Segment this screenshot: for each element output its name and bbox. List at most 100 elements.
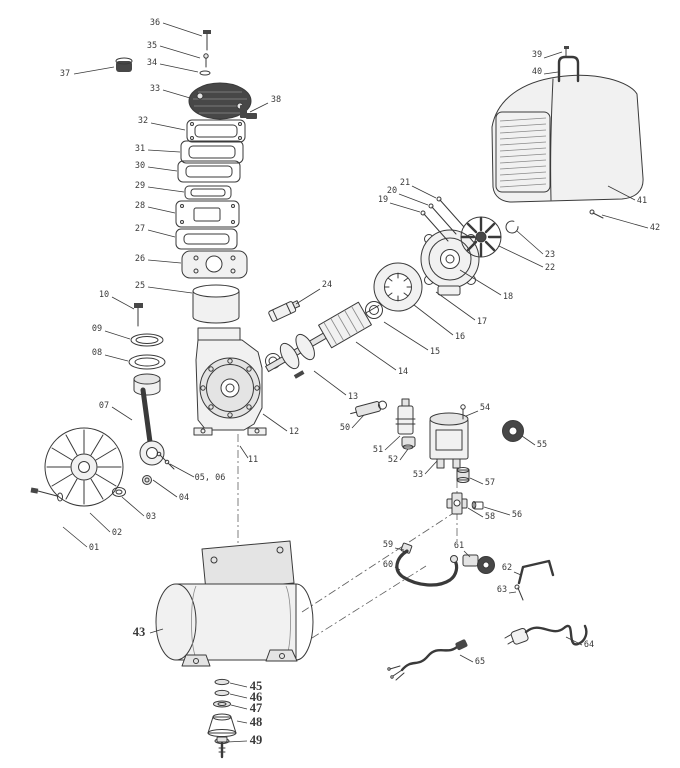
piston-ring-upper xyxy=(130,333,164,347)
part-label-11: 11 xyxy=(248,455,258,465)
leader-line-02 xyxy=(89,512,111,533)
leader-line-39 xyxy=(543,51,563,59)
part-label-59: 59 xyxy=(383,540,393,550)
leader-line-33 xyxy=(162,89,191,99)
leader-line-51 xyxy=(384,435,401,451)
part-label-17: 17 xyxy=(477,317,487,327)
piston-bolt xyxy=(134,303,143,327)
leader-line-17 xyxy=(435,291,476,321)
fan-washer xyxy=(112,487,126,497)
pipe-nipple xyxy=(456,467,470,483)
part-label-29: 29 xyxy=(135,181,145,191)
leader-line-50 xyxy=(351,414,365,429)
part-label-51: 51 xyxy=(373,445,383,455)
part-label-22: 22 xyxy=(545,263,555,273)
part-label-20: 20 xyxy=(387,186,397,196)
leader-line-13 xyxy=(313,370,347,396)
part-label-39: 39 xyxy=(532,50,542,60)
leader-line-40 xyxy=(543,71,559,75)
leader-line-19 xyxy=(389,202,421,213)
flywheel-fan xyxy=(44,427,124,507)
part-callouts: 36353433373832313029282726251009080705, … xyxy=(60,18,660,747)
piston-ring-lower xyxy=(128,354,166,370)
leader-line-62 xyxy=(513,571,522,576)
outlet-coupler xyxy=(462,554,495,574)
leader-line-42 xyxy=(601,214,649,229)
leader-line-54 xyxy=(465,410,479,417)
shaft-key xyxy=(293,370,305,379)
crankcase xyxy=(193,327,267,436)
leader-line-18 xyxy=(459,269,502,296)
leader-line-04 xyxy=(152,479,178,498)
rod-cap-screws xyxy=(156,451,175,470)
leader-line-22 xyxy=(498,245,544,268)
part-label-60: 60 xyxy=(383,560,393,570)
part-label-58: 58 xyxy=(485,512,495,522)
part-label-04: 04 xyxy=(179,493,189,503)
head-bolt xyxy=(203,30,211,51)
leader-line-41 xyxy=(607,185,636,201)
outlet-elbow xyxy=(240,105,257,119)
part-label-03: 03 xyxy=(146,512,156,522)
power-cord-plug xyxy=(504,624,588,646)
handle-screw xyxy=(514,584,524,601)
breather-plug xyxy=(115,57,133,72)
part-label-05, 06: 05, 06 xyxy=(195,473,226,483)
part-label-48: 48 xyxy=(250,715,263,729)
carry-handle xyxy=(557,46,580,83)
part-label-30: 30 xyxy=(135,161,145,171)
cylinder-sleeve xyxy=(192,284,240,324)
leader-line-61 xyxy=(463,550,471,558)
leader-line-56 xyxy=(483,506,511,516)
air-tank xyxy=(155,540,314,667)
part-label-53: 53 xyxy=(413,470,423,480)
part-label-40: 40 xyxy=(532,67,542,77)
fan-bolt xyxy=(30,487,63,502)
part-label-50: 50 xyxy=(340,423,350,433)
stator-coil xyxy=(373,262,423,312)
leader-line-07 xyxy=(111,406,133,421)
fan-nut xyxy=(142,475,152,485)
belt-guard-shroud xyxy=(491,74,644,203)
leader-line-20 xyxy=(398,193,429,206)
leader-line-35 xyxy=(159,45,201,59)
pressure-switch xyxy=(429,412,469,469)
part-label-24: 24 xyxy=(322,280,332,290)
valve-fitting xyxy=(401,436,416,450)
leader-line-01 xyxy=(62,526,88,548)
part-label-10: 10 xyxy=(99,290,109,300)
part-label-37: 37 xyxy=(60,69,70,79)
head-washer xyxy=(199,70,211,76)
part-label-56: 56 xyxy=(512,510,522,520)
leader-line-49 xyxy=(226,740,248,743)
through-bolts xyxy=(420,196,465,242)
cross-fitting xyxy=(446,492,468,515)
part-label-49: 49 xyxy=(250,733,263,747)
switch-cover-screw xyxy=(460,404,466,420)
leader-line-36 xyxy=(162,22,203,37)
part-label-31: 31 xyxy=(135,144,145,154)
part-label-09: 09 xyxy=(92,324,102,334)
leader-line-64 xyxy=(565,636,583,646)
leader-line-63 xyxy=(508,591,517,594)
valve-plate-mid xyxy=(177,160,241,183)
part-label-43: 43 xyxy=(133,625,146,639)
safety-valve xyxy=(350,400,387,417)
leader-line-03 xyxy=(121,496,145,517)
small-gasket xyxy=(184,185,232,200)
cylinder-head xyxy=(188,82,252,120)
leader-line-15 xyxy=(383,321,429,351)
leader-line-57 xyxy=(469,477,484,485)
part-label-62: 62 xyxy=(502,563,512,573)
part-label-07: 07 xyxy=(99,401,109,411)
rubber-foot xyxy=(207,713,237,737)
plug-fitting xyxy=(471,501,484,510)
leader-line-46 xyxy=(229,693,248,699)
part-label-14: 14 xyxy=(398,367,408,377)
part-label-19: 19 xyxy=(378,195,388,205)
part-label-65: 65 xyxy=(475,657,485,667)
leader-line-25 xyxy=(147,286,193,294)
leader-line-32 xyxy=(150,122,186,131)
connecting-rod xyxy=(139,387,165,466)
part-label-08: 08 xyxy=(92,348,102,358)
